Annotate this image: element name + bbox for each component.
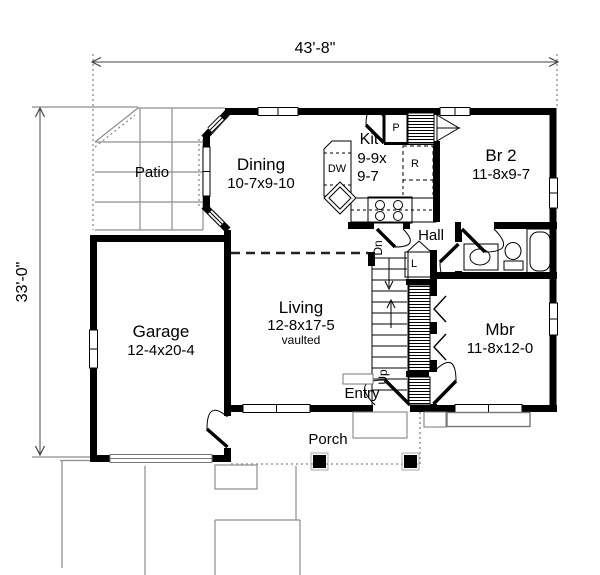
bathroom-fixtures — [463, 228, 554, 275]
mbr-bay-window — [446, 404, 531, 428]
patio-tiles — [94, 107, 225, 231]
vanity — [463, 243, 499, 271]
arrowhead-down-icon — [34, 445, 46, 457]
kitchen-fixtures — [323, 140, 437, 224]
bathroom-sink — [469, 248, 491, 266]
kitchen-size-b: 9-7 — [357, 168, 379, 185]
br2-door — [460, 227, 505, 254]
kitchen-size-a: 9-9x — [357, 150, 387, 167]
br2-label: Br 2 — [485, 146, 516, 165]
linen-closet-doors — [406, 240, 432, 253]
refrigerator — [402, 145, 434, 181]
doors — [205, 109, 505, 449]
kitchen-label: Kit — [360, 131, 379, 148]
stove — [367, 196, 413, 224]
dining-label: Dining — [237, 155, 285, 174]
refrigerator-label: R — [411, 158, 419, 170]
dishwasher-label: DW — [328, 163, 347, 175]
mbr-size: 11-8x12-0 — [467, 340, 533, 357]
hall-label: Hall — [418, 227, 444, 244]
mbr-label: Mbr — [485, 320, 515, 339]
pantry-label: P — [392, 122, 399, 134]
stairs-up-label: Up — [376, 369, 390, 385]
dimension-lines — [32, 54, 560, 458]
toilet — [503, 242, 524, 271]
linen-closet — [404, 251, 434, 278]
mbr-closet — [408, 284, 431, 372]
width-dimension-label: 43'-8" — [295, 40, 336, 57]
dining-bay-windows — [202, 115, 225, 227]
bath-door — [438, 242, 460, 279]
mbr-right-window — [549, 302, 558, 336]
br2-closet-doors — [436, 114, 461, 142]
walkway — [214, 466, 301, 575]
linen-label: L — [411, 258, 417, 270]
porch-post — [404, 455, 417, 468]
misc-structure — [109, 251, 447, 471]
mbr-closet-bifold-doors — [433, 295, 447, 361]
stairs-up-arrow-icon — [386, 298, 396, 309]
garage-side-step — [214, 464, 258, 490]
stairs-down-label: Dn — [371, 240, 385, 255]
entry-label: Entry — [344, 385, 380, 402]
kitchen-sink — [323, 181, 357, 215]
basement-door — [375, 227, 411, 249]
porch-step — [423, 411, 447, 428]
pantry-door — [364, 109, 386, 145]
mbr-door — [432, 361, 458, 406]
entry-closet — [408, 376, 431, 405]
closets — [404, 112, 435, 405]
porch-label: Porch — [308, 431, 347, 448]
stairs-down-arrow-icon — [384, 280, 394, 291]
porch-edge — [231, 412, 421, 465]
garage-label: Garage — [133, 322, 190, 341]
bathtub — [526, 228, 554, 275]
labels: 43'-8" 33'-0" Patio Dining 10-7x9-10 Kit… — [14, 40, 533, 448]
living-label: Living — [279, 298, 323, 317]
living-size: 12-8x17-5 — [267, 317, 335, 334]
arrowhead-right-icon — [548, 56, 560, 68]
br2-right-window — [549, 177, 558, 209]
dining-size: 10-7x9-10 — [227, 175, 295, 192]
arrowhead-left-icon — [90, 56, 102, 68]
entry-stoop — [352, 411, 408, 439]
br2-top-window — [439, 107, 471, 116]
garage-size: 12-4x20-4 — [127, 342, 195, 359]
patio-label: Patio — [135, 164, 169, 181]
porch-post — [313, 455, 326, 468]
entry-header — [342, 373, 374, 385]
dining-top-window — [257, 107, 299, 116]
br2-closet — [407, 112, 435, 145]
windows — [89, 107, 558, 428]
living-south-window — [242, 404, 311, 413]
front-door — [364, 378, 412, 407]
site-lines — [60, 459, 301, 575]
dishwasher-counter — [323, 140, 352, 197]
arrowhead-up-icon — [34, 106, 46, 118]
garage-porch-door — [205, 409, 229, 449]
height-dimension-label: 33'-0" — [14, 262, 31, 303]
garage-west-window — [89, 329, 98, 369]
br2-size: 11-8x9-7 — [472, 166, 530, 183]
living-note: vaulted — [282, 333, 321, 347]
